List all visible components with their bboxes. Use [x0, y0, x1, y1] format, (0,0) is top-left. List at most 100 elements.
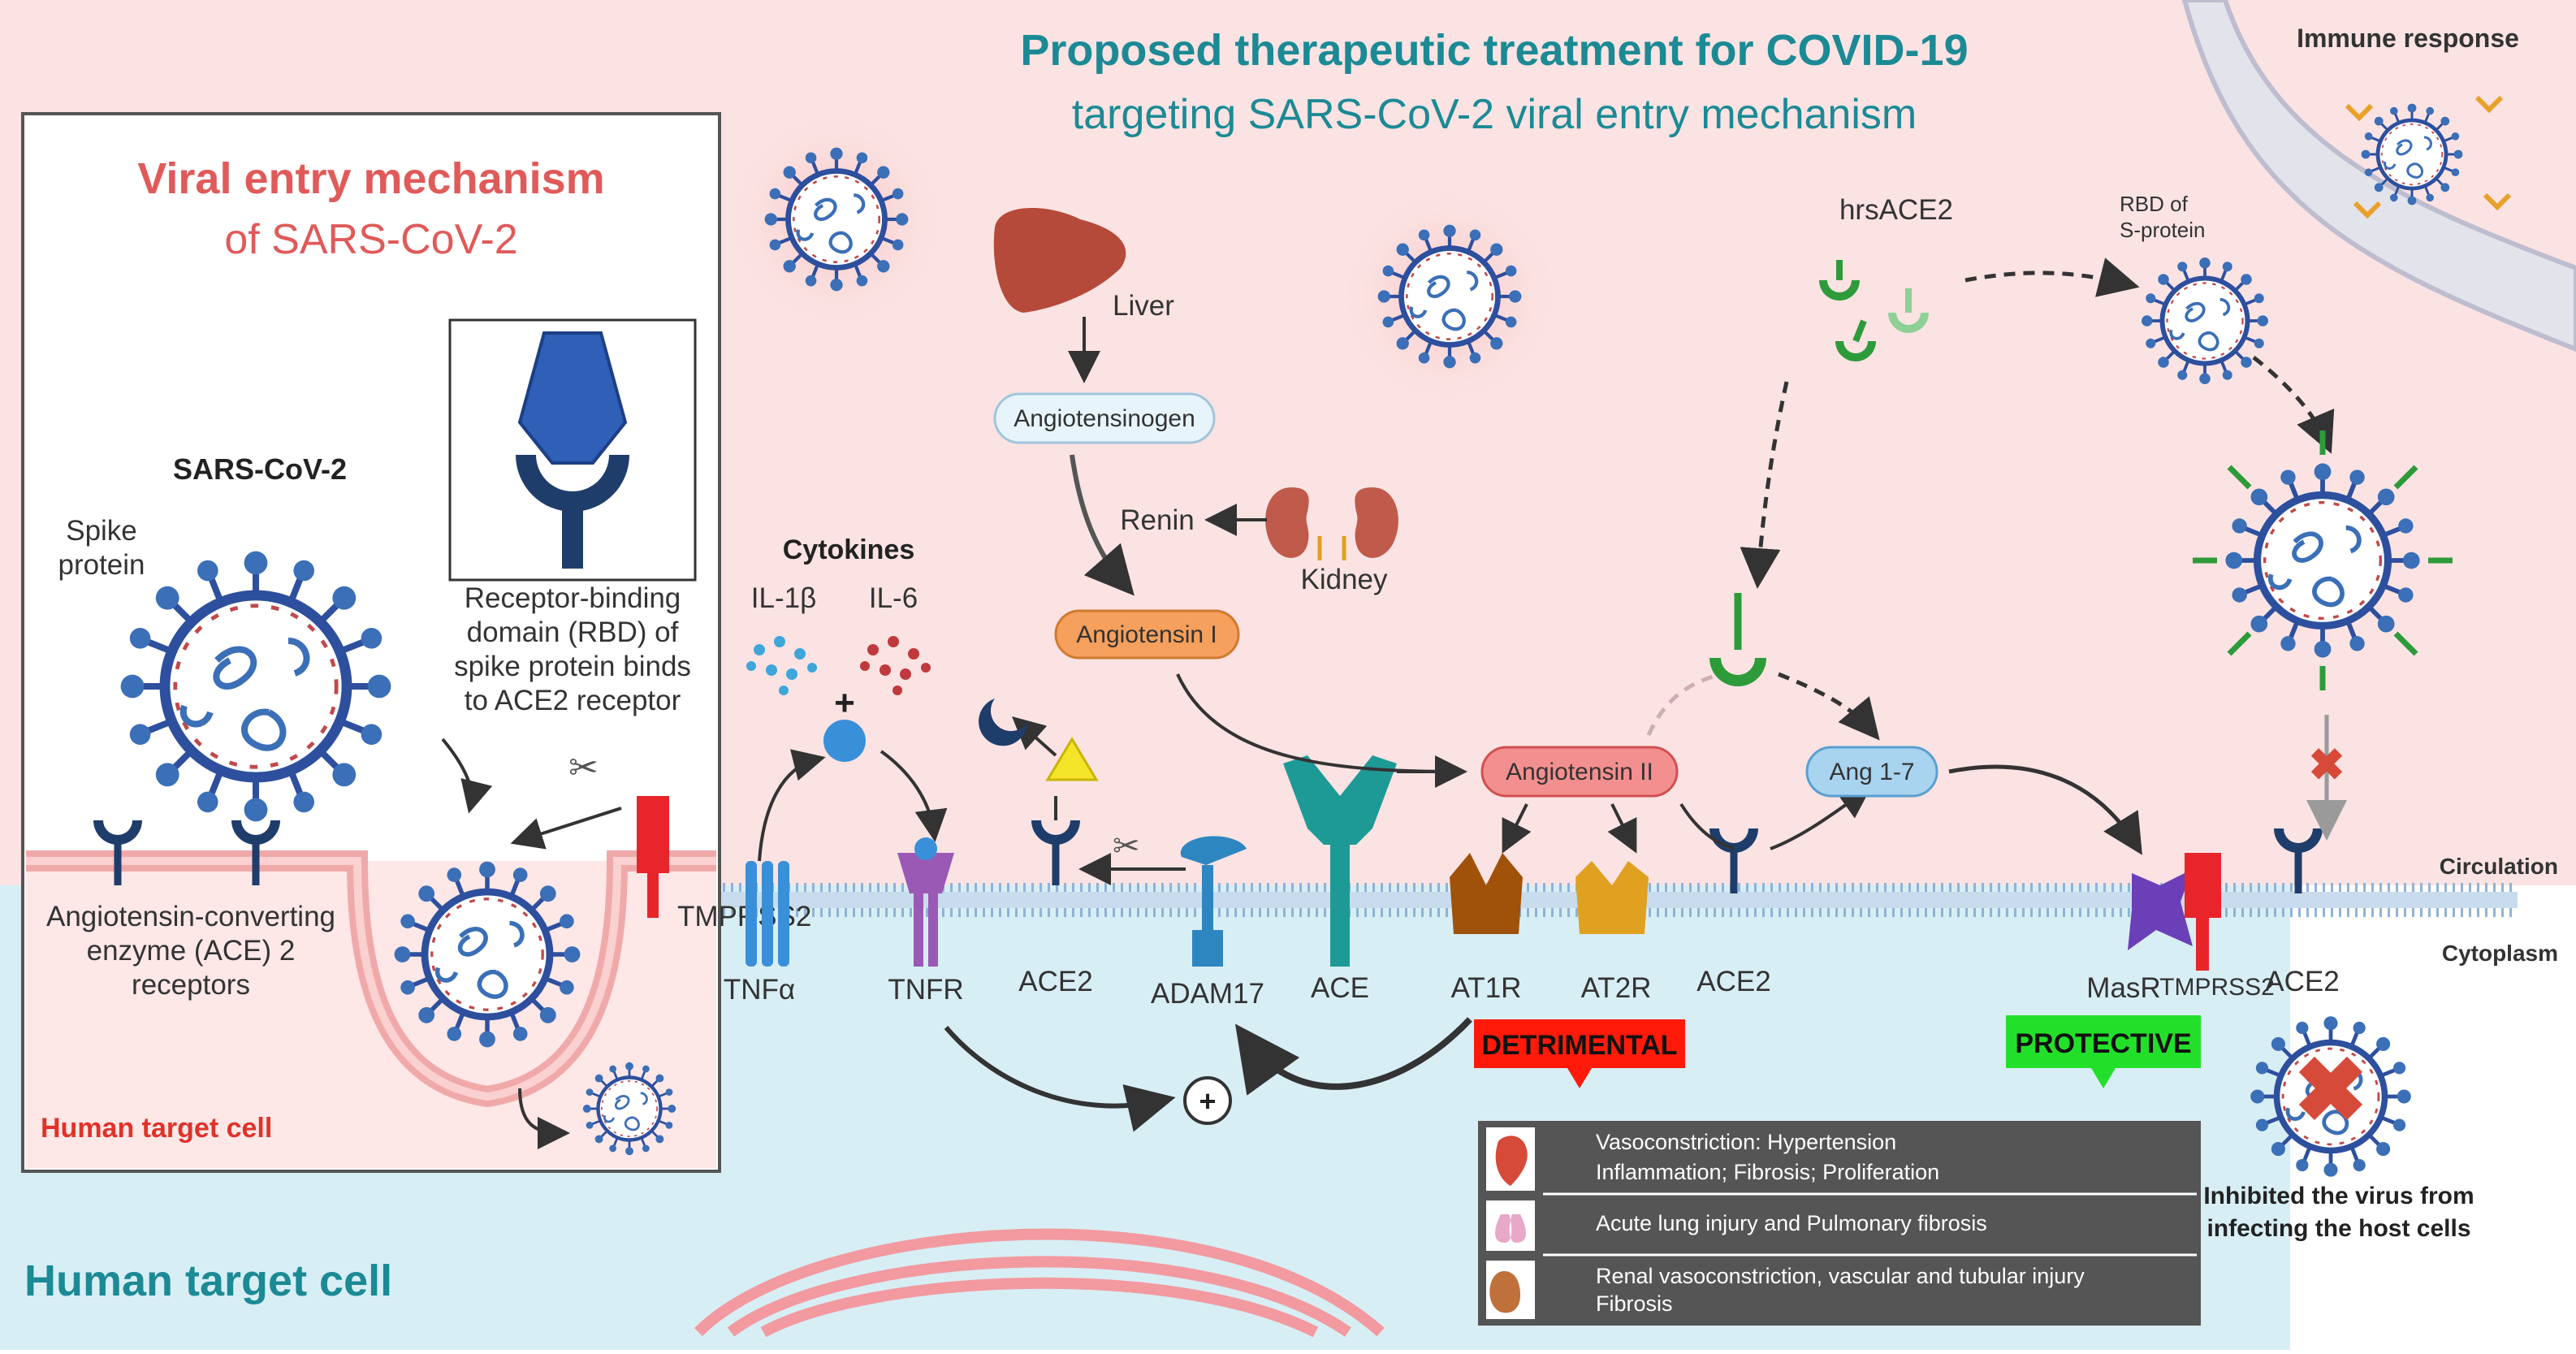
effect-row-3-line-2: Fibrosis	[1596, 1291, 1673, 1316]
rbd-caption-line-3: spike protein binds	[454, 651, 691, 682]
receptor-label-ace: ACE	[1311, 972, 1369, 1004]
tnfa-to-cytokine-arrow	[758, 749, 826, 862]
receptor-label-adam17: ADAM17	[1151, 978, 1264, 1010]
receptor-label-at2r: AT2R	[1581, 972, 1652, 1004]
warning-icon	[1045, 737, 1099, 781]
effect-row-2-line-1: Acute lung injury and Pulmonary fibrosis	[1596, 1211, 1987, 1235]
sars-cov-2-virus-large	[121, 552, 391, 822]
ang17-to-masr-arrow	[1948, 764, 2142, 855]
virus-bound-hrsace2-small	[2142, 257, 2268, 384]
protective-banner	[2006, 1015, 2201, 1088]
circulating-virus-2	[1378, 225, 1522, 369]
ace-receptor	[1283, 755, 1397, 967]
inset-tmprss2-label: TMPRSS2	[677, 901, 811, 932]
angii-to-at1r-arrow	[1502, 803, 1532, 854]
detrimental-label: DETRIMENTAL	[1481, 1030, 1677, 1061]
inhibited-x-icon: ✖	[2293, 1040, 2368, 1140]
effect-row-1-line-2: Inflammation; Fibrosis; Proliferation	[1596, 1160, 1939, 1184]
ace2-caption-line-2: enzyme (ACE) 2	[87, 935, 296, 967]
hrsace2-to-ang17-dashed	[1778, 672, 1880, 741]
circulating-virus-1	[765, 148, 909, 292]
receptor-label-at1r: AT1R	[1451, 972, 1522, 1004]
cytokines-label: Cytokines	[783, 534, 915, 565]
endoplasmic-reticulum-graphic	[694, 1228, 1385, 1338]
cytoplasm-label: Cytoplasm	[2442, 941, 2558, 966]
blocked-x-icon: ✖	[2308, 741, 2345, 789]
tnfa-receptor	[746, 861, 789, 967]
angiotensin-i-pill	[1054, 609, 1240, 660]
rbd-zoom-box	[448, 318, 697, 582]
at1r-to-adam17-arrow	[1234, 1017, 1472, 1096]
adam17-receptor	[1180, 836, 1247, 967]
receptor-label-masr: MasR	[2086, 972, 2160, 1004]
angii-to-hrsace2-dashed	[1646, 672, 1722, 737]
spike-label-line-2: protein	[58, 549, 145, 581]
scissors-icon: ✂	[568, 748, 599, 788]
released-virus	[583, 1062, 676, 1155]
sars-cov-2-label: SARS-CoV-2	[173, 452, 347, 486]
angii-to-ace2-line	[1679, 802, 1735, 850]
circulation-label: Circulation	[2440, 854, 2558, 879]
receptor-label-tnfr: TNFR	[888, 974, 963, 1006]
renin-cleavage-arrow	[1070, 454, 1135, 596]
ace2-caption-line-3: receptors	[132, 969, 250, 1001]
endocytosed-virus	[395, 862, 581, 1048]
il6-label: IL-6	[869, 582, 918, 614]
il6-dots	[860, 636, 931, 695]
il1b-label: IL-1β	[751, 582, 816, 614]
inset-cell-label: Human target cell	[41, 1113, 272, 1144]
tmprss2-receptor-right	[2185, 853, 2221, 971]
detrimental-banner	[1474, 1019, 1685, 1088]
angii-to-at2r-arrow	[1607, 803, 1637, 854]
hrsace2-label: hrsACE2	[1839, 194, 1953, 226]
angiotensin-ii-pill	[1480, 746, 1679, 798]
rbd-s-label-2: S-protein	[2120, 218, 2206, 242]
at2r-receptor	[1575, 861, 1649, 934]
rbd-caption-line-4: to ACE2 receptor	[465, 685, 681, 716]
masr-receptor	[2128, 869, 2193, 950]
receptor-label-tmprss2: TMPRSS2	[2159, 974, 2275, 1001]
protective-label: PROTECTIVE	[2015, 1028, 2191, 1059]
hrsace2-down-dashed	[1740, 381, 1789, 589]
ang17-pill	[1805, 746, 1938, 798]
immune-cell-graphic	[2181, 0, 2576, 353]
receptor-label-ace2-left: ACE2	[1018, 966, 1092, 997]
tnfr-to-adam17-arrow	[944, 1026, 1176, 1132]
ace2-to-ang17-arrow	[1770, 786, 1872, 850]
angiotensin-i-label: Angiotensin I	[1076, 621, 1217, 648]
spike-label-line-1: Spike	[66, 515, 137, 547]
effect-row-1-line-1: Vasoconstriction: Hypertension	[1596, 1130, 1896, 1154]
diagram-title: Proposed therapeutic treatment for COVID…	[1020, 26, 1968, 75]
positive-feedback-circle	[1183, 1076, 1232, 1125]
liver-icon	[993, 208, 1126, 313]
inset-title: Viral entry mechanism	[137, 154, 604, 203]
liver-label: Liver	[1113, 290, 1174, 322]
virus-entry-arrow	[441, 738, 493, 814]
diagram-subtitle: targeting SARS-CoV-2 viral entry mechani…	[1072, 91, 1917, 138]
receptor-label-ace2-right: ACE2	[2265, 966, 2339, 997]
inset-tmprss2-receptor	[637, 796, 669, 918]
rbd-caption-line-1: Receptor-binding	[465, 582, 681, 614]
at1r-receptor	[1450, 853, 1523, 934]
ace2-caption-line-1: Angiotensin-converting	[46, 901, 335, 932]
neutralized-virus-large	[2193, 430, 2453, 690]
hrsace2-bound-molecule	[1709, 593, 1766, 686]
receptor-label-ace2-middle: ACE2	[1696, 966, 1770, 997]
angiotensinogen-label: Angiotensinogen	[1014, 405, 1195, 432]
rbd-s-label-1: RBD of	[2120, 192, 2189, 216]
effect-row-3-line-1: Renal vasoconstriction, vascular and tub…	[1596, 1264, 2085, 1288]
inhibited-caption-line-1: Inhibited the virus from	[2203, 1183, 2474, 1209]
receptor-label-tnfa: TNFα	[724, 974, 795, 1006]
positive-feedback-sign: +	[1199, 1084, 1216, 1118]
virus-release-arrow	[518, 1088, 570, 1149]
tnf-alpha-molecule	[823, 720, 866, 762]
kidney-icon	[1265, 487, 1398, 560]
cytokine-to-tnfr-arrow	[880, 750, 948, 842]
hrsace2-molecules	[1819, 260, 1929, 361]
angiotensinogen-pill	[993, 392, 1216, 444]
tmprss2-cleavage-arrow	[510, 807, 622, 850]
effects-table	[1478, 1121, 2201, 1326]
cytokine-plus-sign: +	[834, 683, 855, 723]
